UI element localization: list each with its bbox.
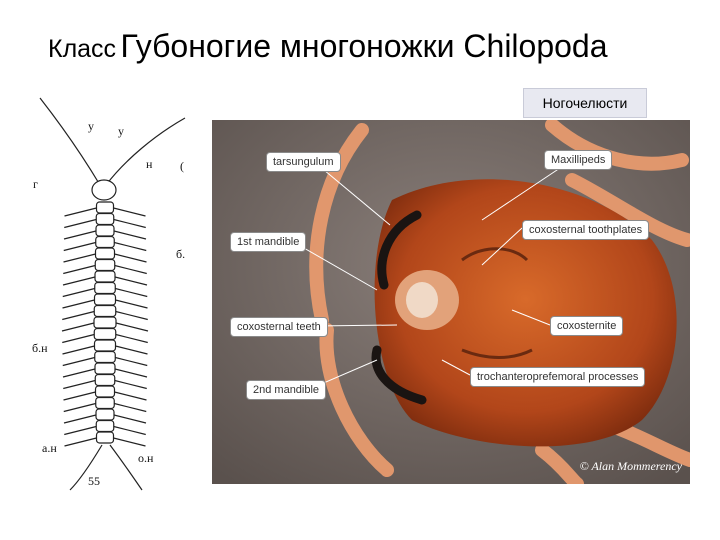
title-main: Губоногие многоножки Chilopoda <box>120 28 608 64</box>
callout-coxosternite: coxosternite <box>550 316 624 336</box>
svg-text:(: ( <box>180 159 184 173</box>
photo-credit: © Alan Mommerency <box>579 459 682 473</box>
photo-illustration <box>212 120 690 484</box>
label-bn: б.н <box>32 341 48 355</box>
label-on: о.н <box>138 451 154 465</box>
callout-trochanteroprefemoral: trochanteroprefemoral processes <box>470 367 646 387</box>
callout-coxosternal-teeth: coxosternal teeth <box>230 317 328 337</box>
label-page: 55 <box>88 474 100 488</box>
label-g: г <box>33 177 38 191</box>
label-u1: у <box>88 119 94 133</box>
callout-coxosternal-toothplates: coxosternal toothplates <box>522 220 650 240</box>
callout-1st-mandible: 1st mandible <box>230 232 307 252</box>
maxilliped-photo: tarsungulum Maxillipeds coxosternal toot… <box>212 120 690 484</box>
maxillipeds-badge: Ногочелюсти <box>523 88 647 118</box>
callout-maxillipeds: Maxillipeds <box>544 150 613 170</box>
label-u2: у <box>118 124 124 138</box>
label-an: а.н <box>42 441 57 455</box>
label-b: б. <box>176 247 185 261</box>
callout-2nd-mandible: 2nd mandible <box>246 380 327 400</box>
label-n: н <box>146 157 153 171</box>
callout-tarsungulum: tarsungulum <box>266 152 341 172</box>
title-class-word: Класс <box>48 35 117 63</box>
slide-title: Класс Губоногие многоножки Chilopoda <box>48 28 608 65</box>
centipede-drawing: у у н г б. б.н а.н о.н 55 ( <box>32 97 186 491</box>
